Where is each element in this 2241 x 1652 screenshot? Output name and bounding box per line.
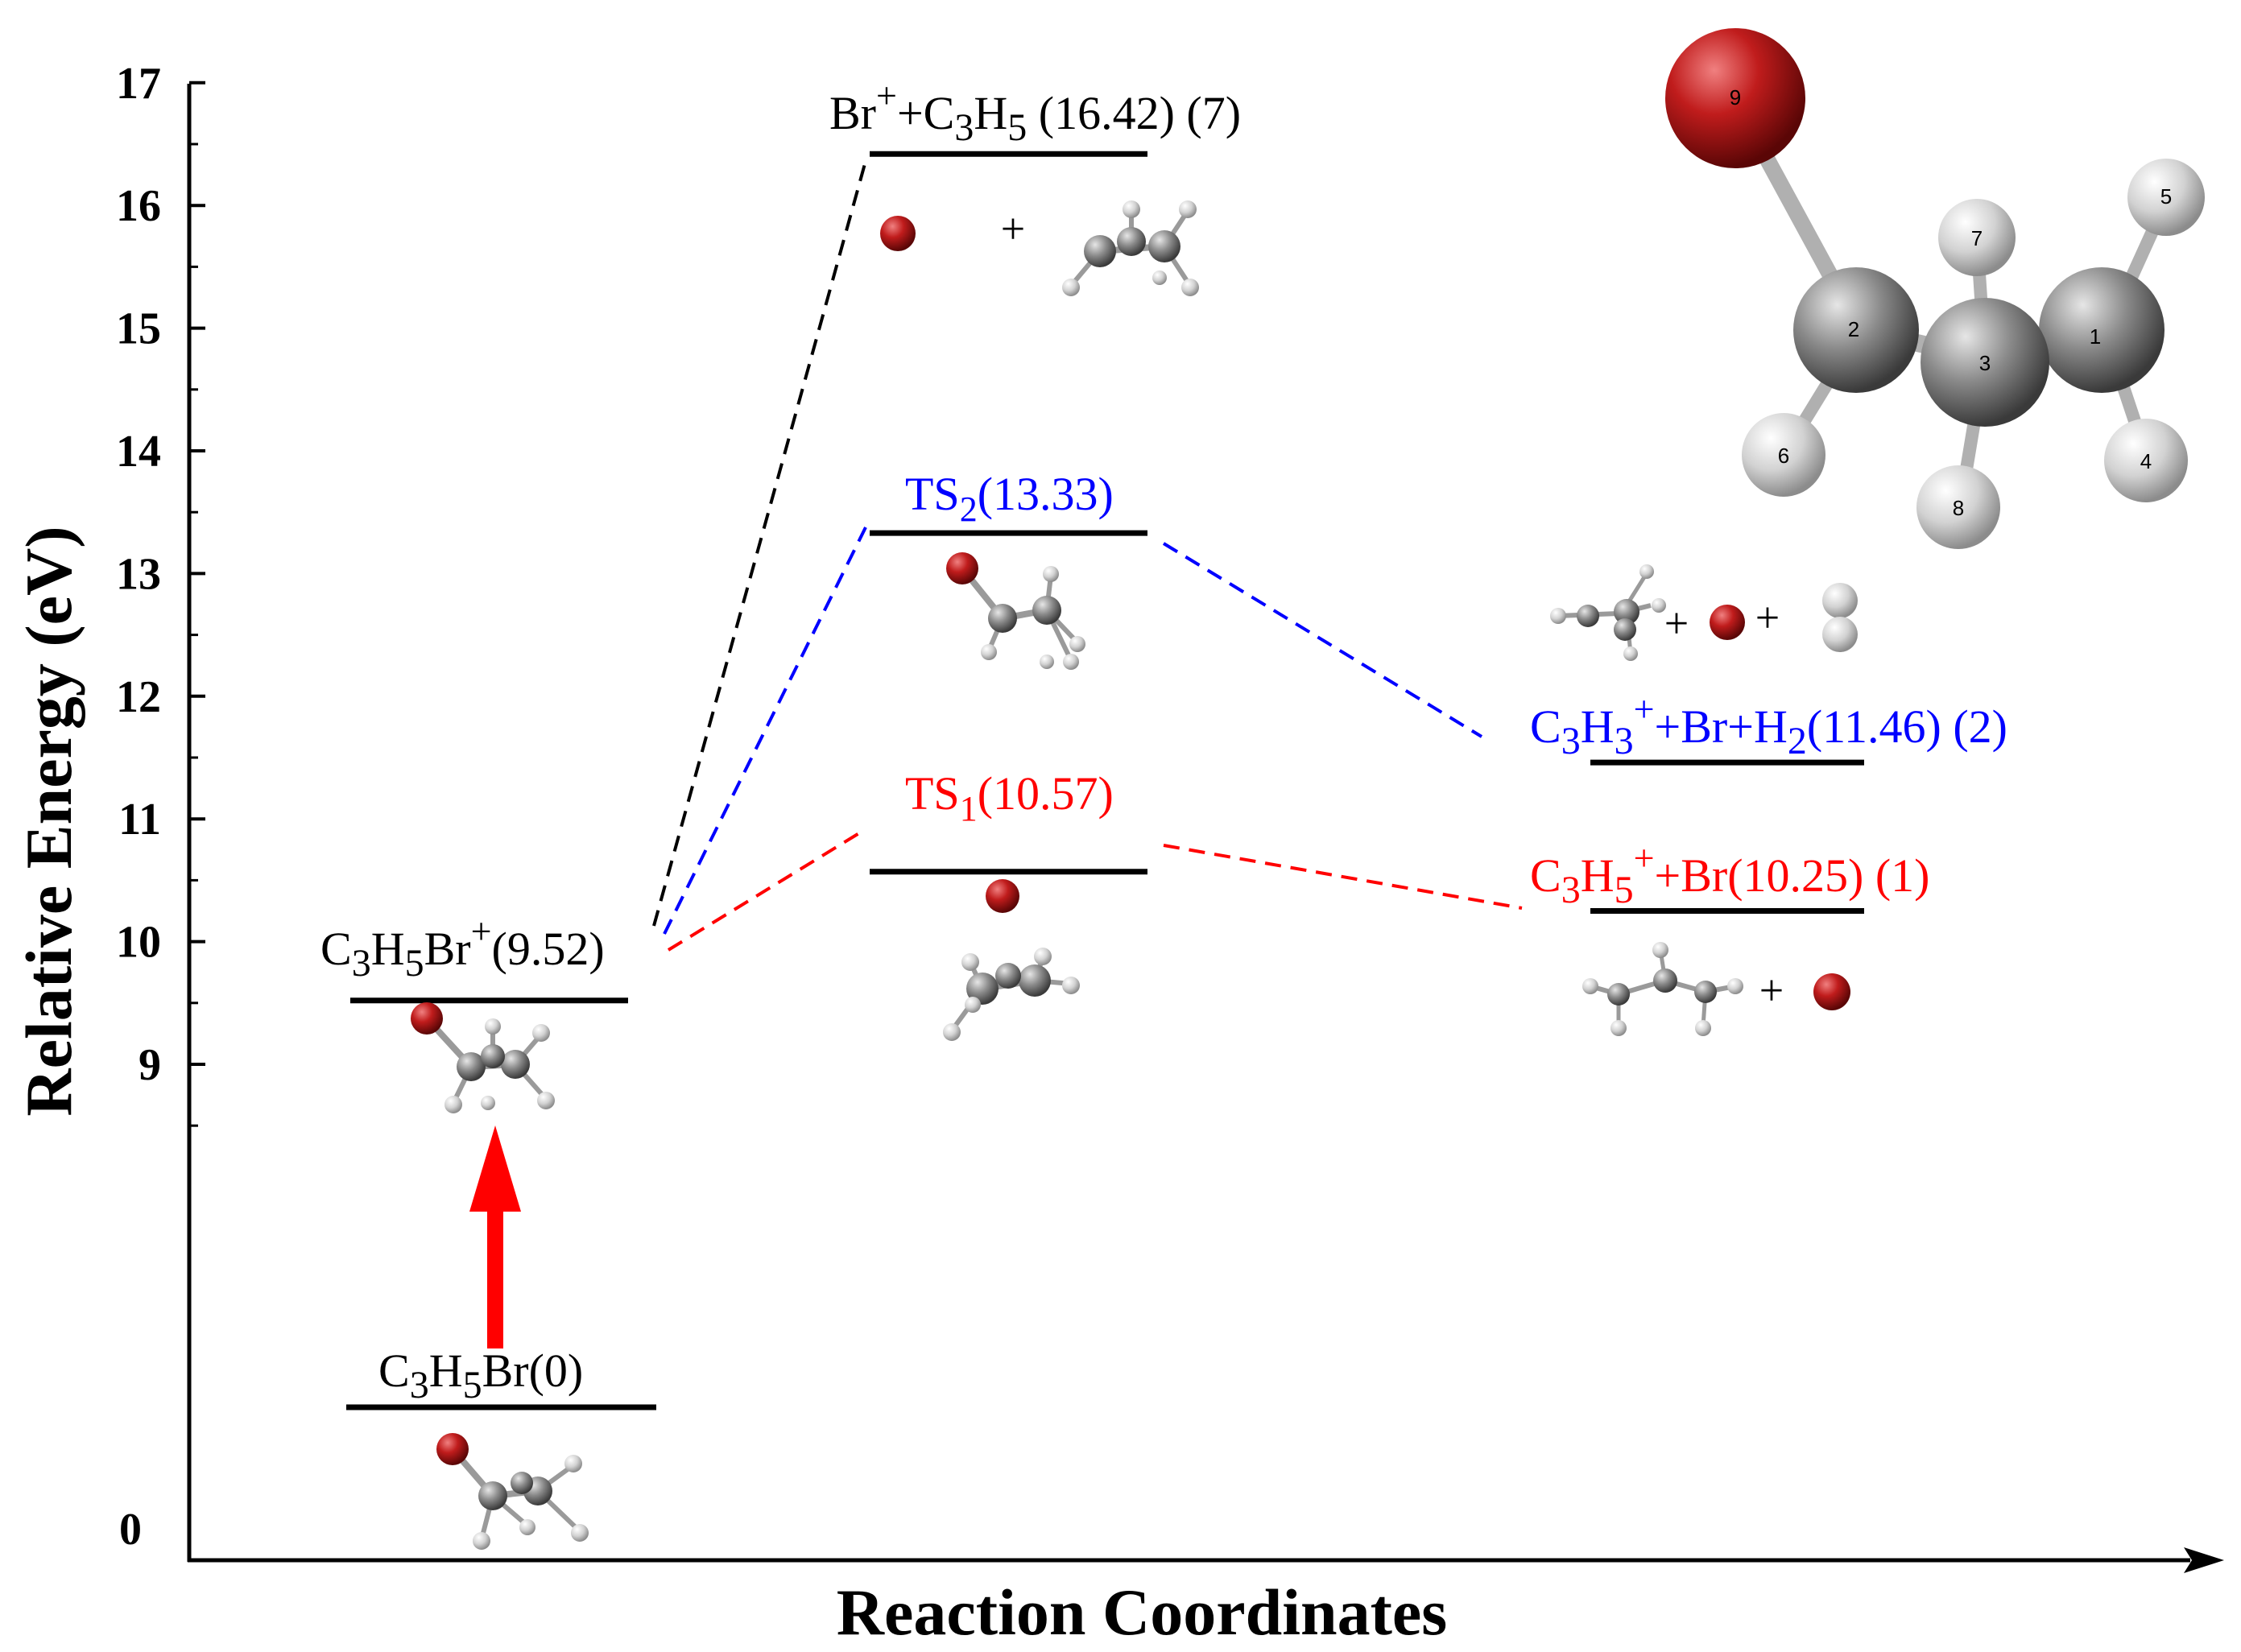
label-product-2: C3H3++Br+H2(11.46) (2)	[1530, 688, 2007, 762]
reaction-pathways	[652, 160, 1523, 952]
atom-8	[1916, 465, 2000, 549]
svg-text:5: 5	[2160, 184, 2172, 209]
plus-sign: +	[1001, 204, 1025, 253]
pathway-cation-ts2	[663, 527, 867, 935]
svg-text:7: 7	[1971, 226, 1983, 250]
y-tick-label: 15	[116, 304, 161, 354]
atom-5	[2127, 159, 2205, 236]
y-tick-label: 17	[116, 59, 161, 109]
y-tick-label: 13	[116, 549, 161, 599]
level-labels: C3H5Br(0) C3H5Br+(9.52) Br++C3H5 (16.42)…	[320, 75, 2007, 1406]
label-reactant: C3H5Br(0)	[378, 1344, 583, 1406]
pathway-cation-dissoc	[652, 160, 867, 927]
pathway-ts2-p2	[1162, 542, 1483, 738]
atom-7	[1938, 199, 2016, 276]
numbered-molecule: 9 5 7 2 1 3 6 4 8	[1665, 28, 2205, 549]
atom-4	[2104, 419, 2188, 502]
y-tick-label: 16	[116, 181, 161, 231]
hydrogen-molecule-icon	[1822, 583, 1858, 618]
bromine-atom-icon	[880, 216, 916, 251]
label-product-1: C3H5++Br(10.25) (1)	[1530, 837, 1930, 911]
label-cation: C3H5Br+(9.52)	[320, 911, 605, 985]
y-axis-origin-label: 0	[119, 1505, 142, 1555]
bromine-atom-icon	[986, 879, 1019, 913]
svg-text:2: 2	[1848, 317, 1859, 341]
atom-6	[1742, 413, 1825, 497]
y-tick-label: 11	[118, 795, 161, 845]
y-tick-label: 12	[116, 672, 161, 722]
plus-sign: +	[1664, 599, 1689, 647]
energy-levels	[346, 151, 1864, 1410]
atom-9-bromine	[1665, 28, 1805, 168]
svg-text:6: 6	[1778, 444, 1789, 468]
molecule-ts2	[946, 552, 1085, 670]
svg-text:3: 3	[1979, 351, 1991, 375]
y-tick-label: 14	[116, 427, 161, 477]
molecule-product-1: +	[1582, 942, 1850, 1036]
svg-text:4: 4	[2140, 449, 2152, 473]
molecule-ts1	[943, 879, 1080, 1041]
plus-sign: +	[1755, 593, 1780, 642]
x-axis-title: Reaction Coordinates	[837, 1576, 1447, 1649]
bromine-atom-icon	[946, 552, 978, 584]
pathway-cation-ts1	[667, 828, 867, 952]
label-ts1: TS1(10.57)	[905, 767, 1114, 828]
atom-2	[1793, 267, 1919, 393]
bromine-atom-icon	[1813, 973, 1850, 1010]
y-tick-label: 9	[139, 1040, 161, 1090]
label-dissociation: Br++C3H5 (16.42) (7)	[829, 75, 1241, 149]
bromine-atom-icon	[411, 1002, 443, 1035]
pathway-ts1-p1	[1163, 844, 1523, 910]
plus-sign: +	[1759, 966, 1784, 1014]
y-axis-title: Relative Energy (eV)	[12, 526, 85, 1116]
molecule-reactant	[436, 1433, 589, 1550]
svg-text:9: 9	[1730, 85, 1741, 109]
atom-1	[2039, 267, 2165, 393]
molecule-dissociation: +	[880, 200, 1199, 296]
bromine-atom-icon	[1710, 605, 1745, 640]
molecule-product-2: + +	[1550, 564, 1858, 661]
atom-3	[1921, 298, 2049, 427]
excitation-arrow	[469, 1125, 521, 1348]
svg-text:1: 1	[2090, 324, 2101, 349]
molecule-cation	[411, 1002, 555, 1113]
bromine-atom-icon	[436, 1433, 469, 1465]
y-tick-label: 10	[116, 918, 161, 968]
y-axis-ticks: 9 10 11 12 13 14 15 16 17	[116, 59, 205, 1127]
x-axis-arrowhead	[2184, 1547, 2224, 1573]
svg-text:8: 8	[1953, 496, 1964, 520]
label-ts2: TS2(13.33)	[905, 468, 1114, 529]
